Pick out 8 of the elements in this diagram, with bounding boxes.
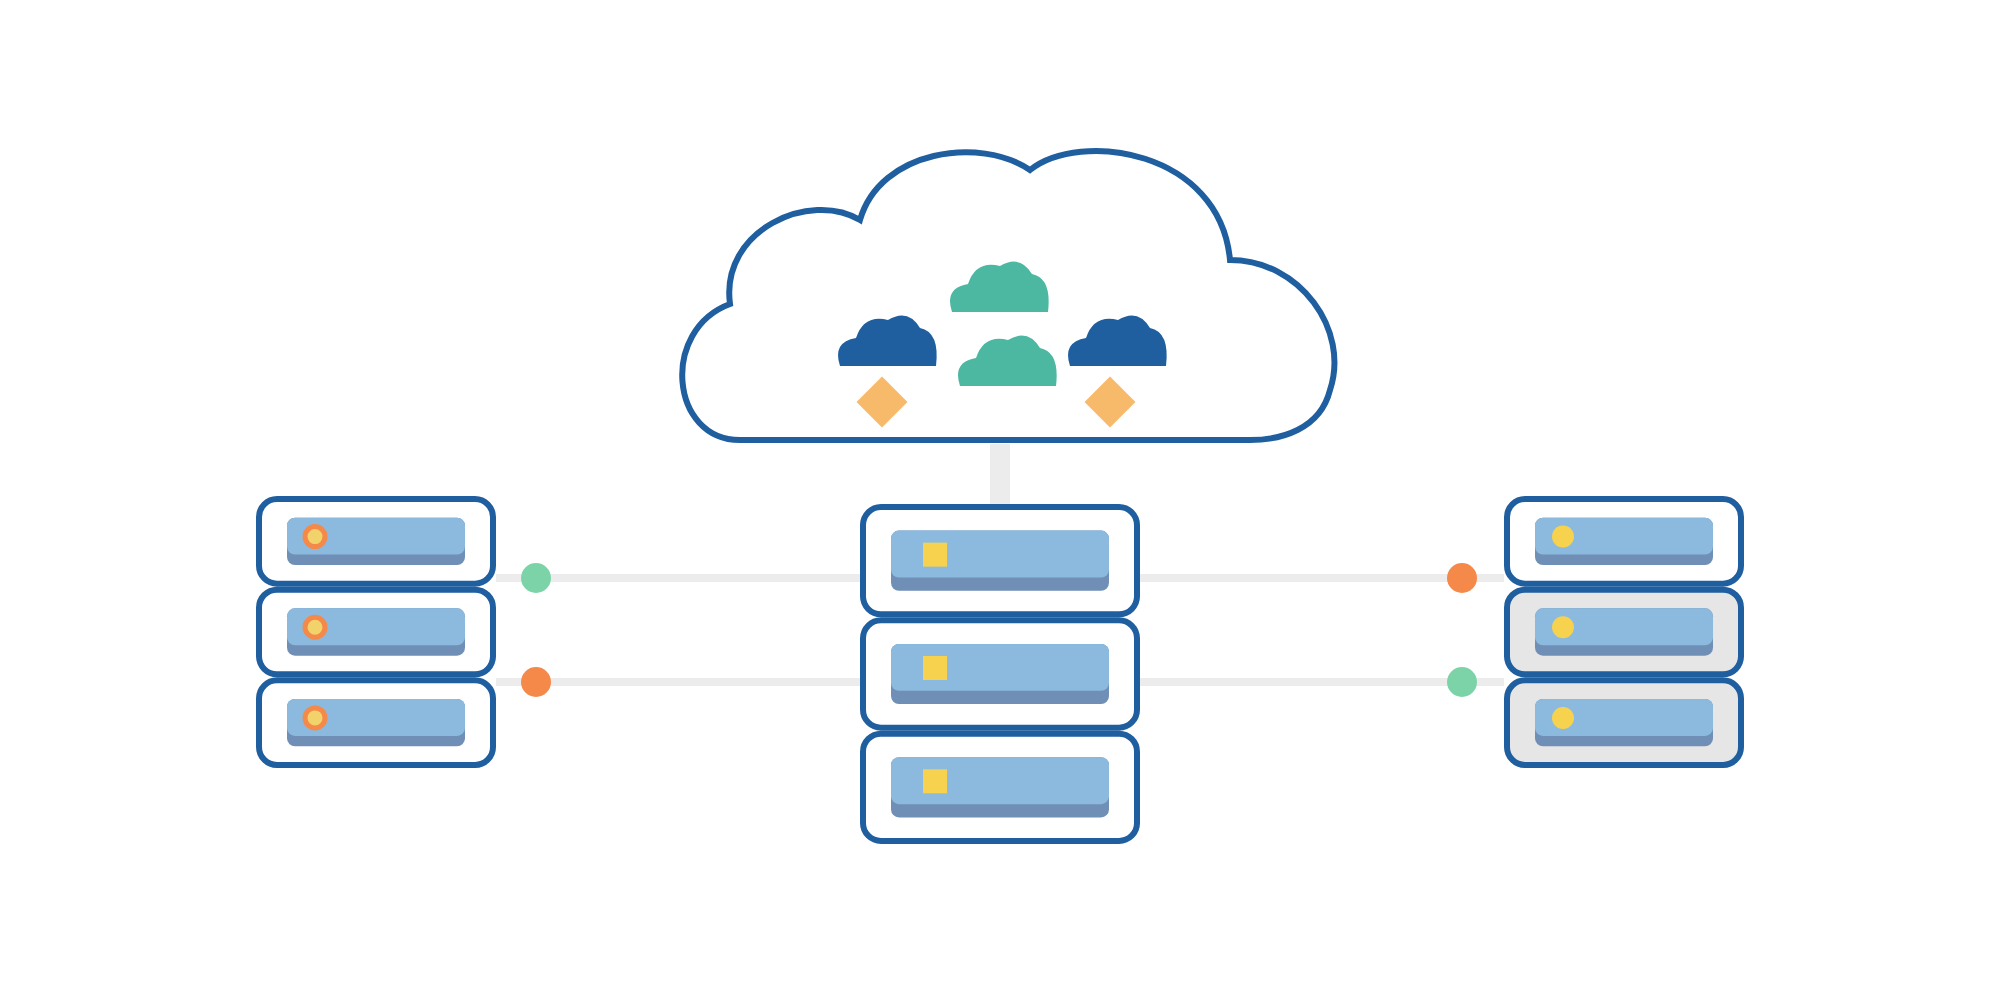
server-rack-drawing	[1504, 496, 1744, 768]
server-rack-drawing	[256, 496, 496, 768]
connector-line	[1140, 563, 1504, 593]
server-rack-drawing	[860, 504, 1140, 844]
connector-line	[1140, 667, 1504, 697]
connector-line	[990, 444, 1010, 504]
connector-line	[496, 563, 860, 593]
connector-line	[496, 667, 860, 697]
